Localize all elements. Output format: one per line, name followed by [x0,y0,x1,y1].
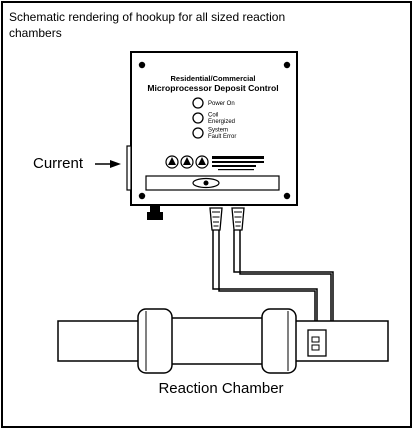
controller-box: Residential/Commercial Microprocessor De… [130,51,298,206]
corner-screw-icon [283,61,291,69]
corner-screw-icon [138,61,146,69]
indicator-label: Power On [208,101,235,107]
indicator-label: Coil [208,113,218,119]
indicator-coil-energized: Coil Energized [192,112,235,125]
bottom-fitting [147,205,163,220]
reaction-chamber-assembly [57,308,389,374]
current-label: Current [33,155,84,172]
indicator-power-on: Power On [192,97,235,109]
coupling-right [261,308,297,374]
corner-screw-icon [138,192,146,200]
indicator-light-icon [192,127,204,139]
reaction-chamber-label: Reaction Chamber [158,380,283,397]
cable-gland-left [209,207,223,231]
controller-title: Microprocessor Deposit Control [147,83,278,93]
indicator-label: Energized [208,119,235,125]
indicator-light-icon [192,112,204,124]
brand-logo [165,155,264,171]
figure-caption: Schematic rendering of hookup for all si… [9,10,286,40]
current-connector [126,145,132,191]
indicator-label: System [208,128,228,134]
indicator-label: Fault Error [208,134,236,140]
indicator-system-fault: System Fault Error [192,127,236,140]
corner-screw-icon [283,192,291,200]
terminal-block [307,329,327,357]
current-arrow-icon [95,160,121,168]
indicator-light-icon [192,97,204,109]
controller-subtitle: Residential/Commercial [170,74,255,83]
cable-gland-right [231,207,245,231]
coupling-left [137,308,173,374]
